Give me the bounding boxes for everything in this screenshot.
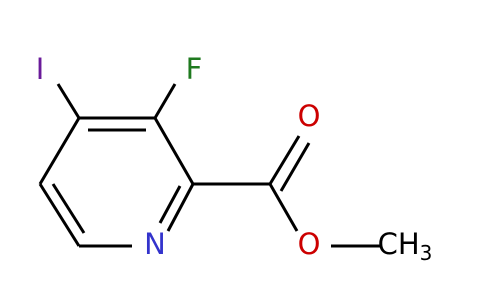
atom-fluorine: F — [186, 52, 203, 86]
bond-c3-f — [153, 83, 177, 119]
ring-bond-c2-n-inner — [158, 185, 182, 224]
atom-iodine: I — [36, 52, 45, 86]
methyl-subscript: 3 — [420, 241, 433, 265]
bond-c4-i — [56, 83, 81, 119]
ring-bond-c6-c5 — [38, 183, 81, 247]
bond-carbonyl-o-double — [279, 142, 311, 192]
atom-nitrogen: N — [144, 227, 166, 261]
bond-carbonyl-ester-o — [268, 183, 299, 232]
atom-methyl: CH3 — [378, 227, 433, 265]
ring-bond-c3-c2 — [153, 117, 195, 185]
atom-ester-oxygen: O — [298, 227, 321, 261]
atom-carbonyl-oxygen: O — [298, 99, 321, 133]
bond-carbonyl-o — [268, 135, 301, 185]
ring-bond-c5-c4 — [38, 117, 81, 185]
ring-bond-c2-n — [166, 183, 195, 232]
methyl-label: CH — [378, 227, 420, 261]
ring-bond-c6-c5-inner — [51, 183, 86, 234]
